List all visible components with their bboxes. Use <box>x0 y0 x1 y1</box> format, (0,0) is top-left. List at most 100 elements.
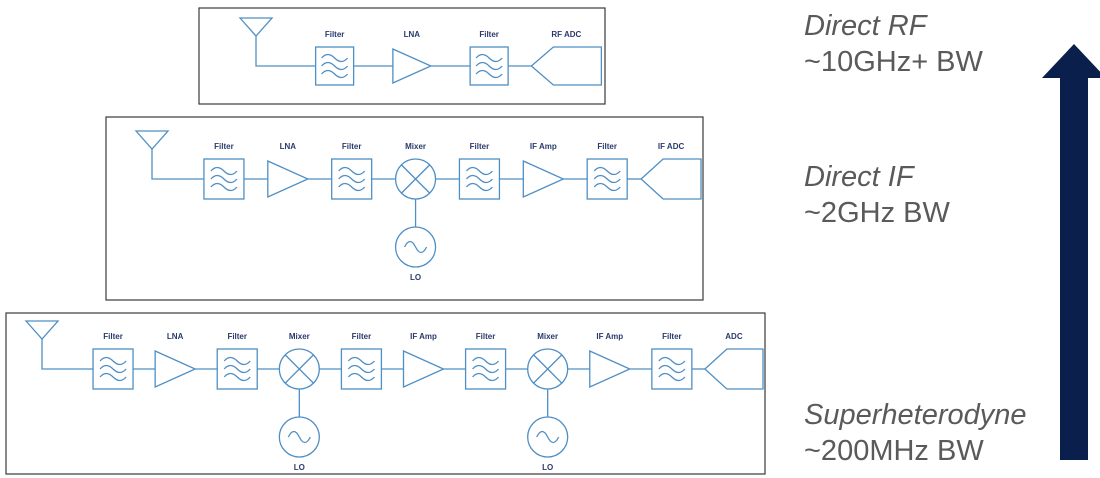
amplifier-icon <box>267 159 310 199</box>
block-label: Filter <box>214 142 234 151</box>
block-label: Filter <box>103 332 123 341</box>
sine-wave-icon <box>536 430 560 444</box>
block-label: LNA <box>404 30 421 39</box>
block-label: Filter <box>325 30 345 39</box>
label-direct-if: Direct IF ~2GHz BW <box>804 159 950 231</box>
chain-frame <box>105 116 704 301</box>
block-label: Filter <box>662 332 682 341</box>
wave-icon <box>475 53 503 63</box>
sine-wave-icon <box>403 240 428 254</box>
arch-name-superheterodyne: Superheterodyne <box>804 399 1027 431</box>
adc-icon <box>703 348 764 390</box>
filter-block: Filter <box>307 142 373 200</box>
amplifier-icon <box>522 159 565 199</box>
filter-block: Filter <box>66 332 134 390</box>
arch-bandwidth-superheterodyne: ~200MHz BW <box>804 435 984 467</box>
lna-block: LNA <box>243 142 310 199</box>
block-label: Filter <box>227 332 247 341</box>
block-label: ADC <box>725 332 743 341</box>
filter-block: Filter <box>435 142 501 200</box>
wave-icon <box>472 356 500 366</box>
bandwidth-arrow <box>1042 44 1100 460</box>
lna-block: LNA <box>133 332 197 389</box>
wave-icon <box>475 69 503 79</box>
block-label: Filter <box>476 332 496 341</box>
wave-icon <box>210 174 238 184</box>
adc-block: RF ADC <box>508 30 603 86</box>
wave-icon <box>321 69 349 79</box>
block-label: Filter <box>470 142 490 151</box>
wave-icon <box>658 372 686 382</box>
wave-icon <box>99 372 127 382</box>
wave-icon <box>223 372 251 382</box>
wave-icon <box>210 182 238 192</box>
wave-icon <box>593 174 621 184</box>
block-label: IF Amp <box>596 332 623 341</box>
block-label: Mixer <box>405 142 426 151</box>
block-label: RF ADC <box>551 30 581 39</box>
wave-icon <box>210 166 238 176</box>
block-label: Mixer <box>289 332 310 341</box>
adc-icon <box>640 158 702 200</box>
lo-label: LO <box>294 463 305 472</box>
wave-icon <box>99 356 127 366</box>
wave-icon <box>475 61 503 71</box>
wave-icon <box>465 166 493 176</box>
block-label: IF ADC <box>658 142 685 151</box>
wave-icon <box>338 174 366 184</box>
filter-block: Filter <box>319 332 383 390</box>
wave-icon <box>347 364 375 374</box>
block-label: LNA <box>280 142 297 151</box>
wave-icon <box>472 372 500 382</box>
block-label: Filter <box>597 142 617 151</box>
antenna-icon <box>24 320 66 370</box>
filter-block: Filter <box>563 142 628 200</box>
sine-wave-icon <box>287 430 311 444</box>
amp-block: IF Amp <box>499 142 565 199</box>
arch-bandwidth-direct-rf: ~10GHz+ BW <box>804 46 983 78</box>
chain-frame <box>5 312 766 475</box>
block-label: Filter <box>479 30 499 39</box>
label-superheterodyne: Superheterodyne ~200MHz BW <box>804 397 1027 469</box>
antenna-icon <box>238 17 280 67</box>
filter-block: Filter <box>629 332 693 390</box>
wave-icon <box>347 356 375 366</box>
antenna-icon <box>134 130 176 180</box>
wave-icon <box>321 53 349 63</box>
wave-icon <box>99 364 127 374</box>
wave-icon <box>223 356 251 366</box>
wave-icon <box>593 166 621 176</box>
adc-icon <box>530 46 603 86</box>
architecture-direct-rf: Filter LNA Filter RF ADC <box>198 7 606 105</box>
wave-icon <box>338 166 366 176</box>
wave-icon <box>223 364 251 374</box>
arch-name-direct-if: Direct IF <box>804 161 914 193</box>
block-label: Mixer <box>537 332 558 341</box>
wave-icon <box>658 364 686 374</box>
wave-icon <box>321 61 349 71</box>
lo-label: LO <box>542 463 553 472</box>
block-label: Filter <box>342 142 362 151</box>
arch-bandwidth-direct-if: ~2GHz BW <box>804 197 950 229</box>
adc-block: IF ADC <box>627 142 702 200</box>
amp-block: IF Amp <box>567 332 632 389</box>
adc-block: ADC <box>691 332 764 390</box>
amp-block: IF Amp <box>381 332 446 389</box>
filter-block: Filter <box>280 30 355 86</box>
block-label: LNA <box>167 332 184 341</box>
wave-icon <box>465 174 493 184</box>
wave-icon <box>465 182 493 192</box>
label-direct-rf: Direct RF ~10GHz+ BW <box>804 8 983 80</box>
wave-icon <box>472 364 500 374</box>
block-label: IF Amp <box>410 332 437 341</box>
block-label: IF Amp <box>530 142 557 151</box>
wave-icon <box>593 182 621 192</box>
mixer-block: LO Mixer <box>505 332 569 472</box>
amplifier-icon <box>589 349 632 389</box>
wave-icon <box>338 182 366 192</box>
wave-icon <box>347 372 375 382</box>
lo-label: LO <box>410 273 421 282</box>
lna-block: LNA <box>353 30 433 85</box>
